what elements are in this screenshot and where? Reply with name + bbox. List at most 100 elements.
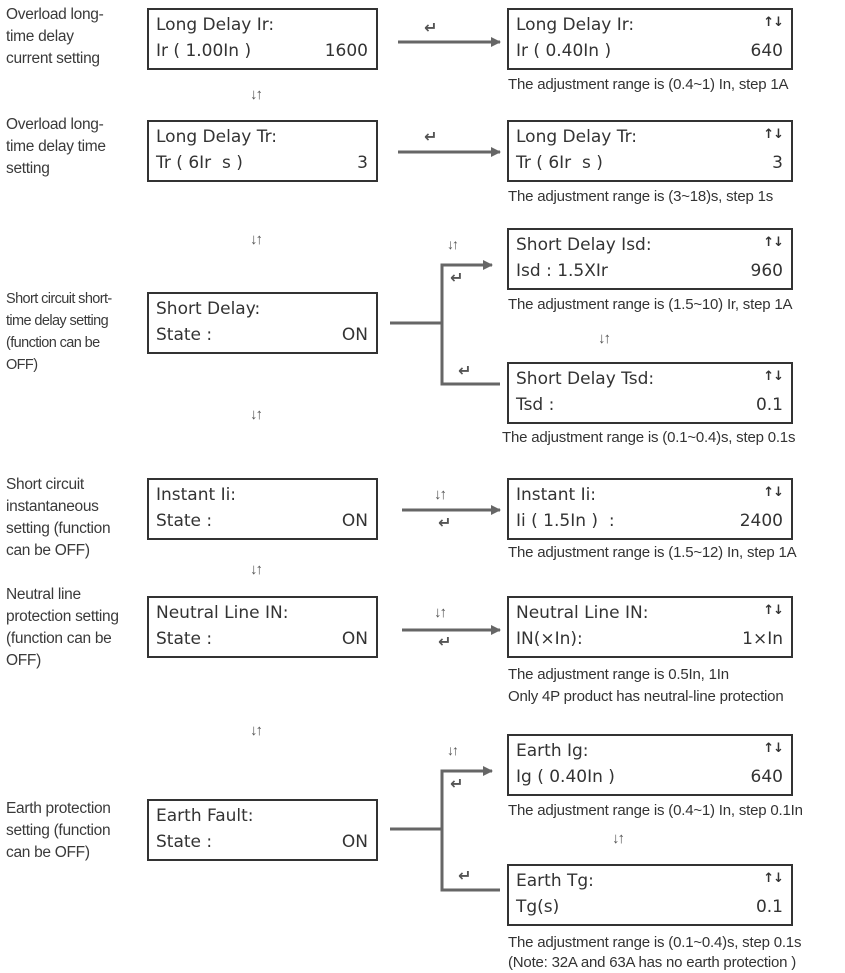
lcd-sub-short-delay-tsd[interactable]: Short Delay Tsd:↑↓ Tsd :0.1 (507, 362, 793, 424)
down-up-icon: ↓↑ (434, 604, 447, 621)
description-short-delay: Short circuit short- time delay setting … (6, 291, 112, 373)
note-range: The adjustment range is 0.5In, 1In (508, 666, 729, 683)
note-range: The adjustment range is (1.5~12) In, ste… (508, 544, 797, 561)
down-up-icon: ↓↑ (598, 330, 611, 347)
lcd-row-value: 0.1 (755, 395, 783, 415)
lcd-sub-neutral-line[interactable]: Neutral Line IN: ↑↓ IN(×In): 1×In (507, 596, 793, 658)
lcd-title: Neutral Line IN: (156, 603, 289, 623)
lcd-title: Long Delay Ir: (516, 15, 635, 35)
lcd-title: Earth Fault: (156, 806, 254, 826)
lcd-row-value: 640 (750, 767, 783, 787)
branch-earth (390, 766, 493, 831)
enter-icon: ↵ (424, 20, 438, 37)
branch-short-delay (390, 260, 493, 325)
lcd-row-label: Ir ( 1.00In ) (156, 41, 252, 61)
lcd-row-label: IN(×In): (516, 629, 583, 649)
lcd-sub-long-delay-ir[interactable]: Long Delay Ir: ↑↓ Ir ( 0.40In ) 640 (507, 8, 793, 70)
lcd-row-value: ON (341, 511, 368, 531)
lcd-row-value: 0.1 (755, 897, 783, 917)
lcd-title: Short Delay Isd: (516, 235, 652, 255)
description-neutral-line: Neutral line protection setting (functio… (6, 586, 119, 669)
lcd-title: Neutral Line IN: (516, 603, 649, 623)
enter-icon: ↵ (450, 776, 464, 793)
description-long-delay-tr: Overload long- time delay time setting (6, 116, 106, 177)
lcd-row-value: 640 (750, 41, 783, 61)
down-up-icon: ↓↑ (250, 722, 263, 739)
lcd-sub-instant-ii[interactable]: Instant Ii: ↑↓ Ii ( 1.5In ) : 2400 (507, 478, 793, 540)
lcd-row-label: Tg(s) (516, 897, 560, 917)
up-down-icon: ↑↓ (763, 235, 784, 250)
lcd-title: Earth Ig: (516, 741, 589, 761)
lcd-row-label: Tsd : (516, 395, 555, 415)
lcd-row-label: Ir ( 0.40In ) (516, 41, 612, 61)
description-earth-fault: Earth protection setting (function can b… (6, 800, 111, 861)
lcd-main-long-delay-tr[interactable]: Long Delay Tr: Tr ( 6Ir s ) 3 (147, 120, 378, 182)
description-instant-ii: Short circuit instantaneous setting (fun… (6, 476, 111, 559)
note-range: The adjustment range is (0.4~1) In, step… (508, 76, 789, 93)
enter-icon: ↵ (438, 515, 452, 532)
note-extra: Only 4P product has neutral-line protect… (508, 688, 784, 705)
enter-icon: ↵ (424, 129, 438, 146)
up-down-icon: ↑↓ (763, 127, 784, 142)
note-range: The adjustment range is (0.1~0.4)s, step… (508, 934, 802, 951)
lcd-row-label: Isd : 1.5XIr (516, 261, 608, 281)
lcd-sub-earth-tg[interactable]: Earth Tg: ↑↓ Tg(s) 0.1 (507, 864, 793, 926)
down-up-icon: ↓↑ (250, 561, 263, 578)
down-up-icon: ↓↑ (250, 406, 263, 423)
note-range: The adjustment range is (0.1~0.4)s, step… (502, 429, 796, 446)
lcd-main-short-delay[interactable]: Short Delay: State : ON (147, 292, 378, 354)
note-range: The adjustment range is (0.4~1) In, step… (508, 802, 803, 819)
lcd-row-label: Ii ( 1.5In ) : (516, 511, 615, 531)
note-range: The adjustment range is (1.5~10) Ir, ste… (508, 296, 793, 313)
lcd-sub-earth-ig[interactable]: Earth Ig: ↑↓ Ig ( 0.40In ) 640 (507, 734, 793, 796)
lcd-main-earth-fault[interactable]: Earth Fault: State : ON (147, 799, 378, 861)
lcd-main-instant-ii[interactable]: Instant Ii: State : ON (147, 478, 378, 540)
description-long-delay-ir: Overload long- time delay current settin… (6, 6, 104, 67)
lcd-row-label: Tr ( 6Ir s ) (516, 153, 603, 173)
lcd-row-label: State : (156, 832, 213, 852)
lcd-main-neutral-line[interactable]: Neutral Line IN: State : ON (147, 596, 378, 658)
lcd-row-label: State : (156, 629, 213, 649)
up-down-icon: ↑↓ (763, 741, 784, 756)
lcd-title: Instant Ii: (516, 485, 597, 505)
lcd-row-value: 1×In (742, 629, 783, 649)
down-up-icon: ↓↑ (447, 742, 459, 758)
down-up-icon: ↓↑ (612, 830, 625, 847)
enter-icon: ↵ (458, 868, 472, 885)
lcd-title: Long Delay Tr: (516, 127, 638, 147)
enter-icon: ↵ (438, 634, 452, 651)
lcd-sub-long-delay-tr[interactable]: Long Delay Tr:↑↓ Tr ( 6Ir s )3 (507, 120, 793, 182)
up-down-icon: ↑↓ (763, 485, 784, 500)
down-up-icon: ↓↑ (250, 231, 263, 248)
down-up-icon: ↓↑ (434, 486, 447, 503)
lcd-title: Long Delay Tr: (156, 127, 278, 147)
branch-short-delay-tsd (440, 323, 500, 386)
lcd-title: Earth Tg: (516, 871, 594, 891)
enter-icon: ↵ (450, 270, 464, 287)
up-down-icon: ↑↓ (763, 369, 784, 384)
lcd-row-label: State : (156, 325, 213, 345)
lcd-row-value: ON (341, 629, 368, 649)
lcd-sub-short-delay-isd[interactable]: Short Delay Isd: ↑↓ Isd : 1.5XIr 960 (507, 228, 793, 290)
lcd-row-value: ON (341, 325, 368, 345)
branch-earth-tg (440, 829, 500, 892)
lcd-row-value: 960 (750, 261, 783, 281)
up-down-icon: ↑↓ (763, 15, 784, 30)
lcd-row-value: 2400 (739, 511, 783, 531)
lcd-title: Long Delay Ir: (156, 15, 275, 35)
lcd-row-value: 1600 (324, 41, 368, 61)
down-up-icon: ↓↑ (250, 86, 263, 103)
up-down-icon: ↑↓ (763, 871, 784, 886)
note-extra: (Note: 32A and 63A has no earth protecti… (508, 954, 797, 971)
lcd-row-value: 3 (357, 153, 368, 173)
enter-icon: ↵ (458, 363, 472, 380)
lcd-row-label: State : (156, 511, 213, 531)
lcd-row-value: ON (341, 832, 368, 852)
lcd-main-long-delay-ir[interactable]: Long Delay Ir: Ir ( 1.00In ) 1600 (147, 8, 378, 70)
lcd-row-label: Tr ( 6Ir s ) (156, 153, 243, 173)
lcd-title: Instant Ii: (156, 485, 237, 505)
lcd-title: Short Delay: (156, 299, 261, 319)
up-down-icon: ↑↓ (763, 603, 784, 618)
lcd-row-label: Ig ( 0.40In ) (516, 767, 615, 787)
